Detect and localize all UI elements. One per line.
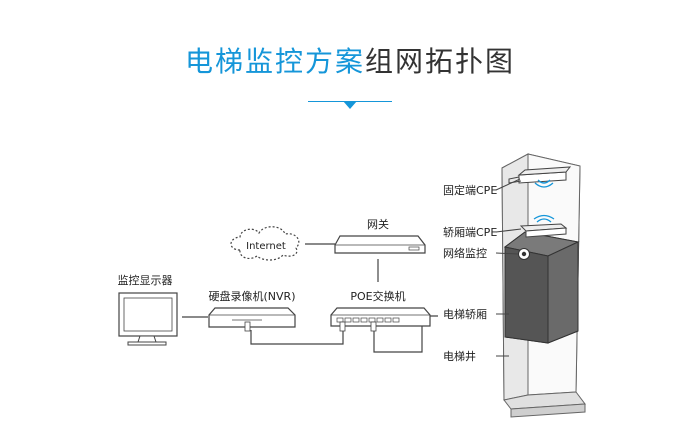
wifi-signal-icon: [537, 179, 551, 184]
title-rest: 组网拓扑图: [365, 45, 516, 78]
fixed-cpe-label: 固定端CPE: [443, 183, 497, 197]
ethernet-plug-icon: [339, 321, 377, 332]
monitor-label: 监控显示器: [118, 273, 173, 287]
wifi-signal-icon: [533, 214, 555, 220]
ip-camera-icon: [518, 248, 530, 260]
internet-label: Internet: [246, 241, 286, 252]
link-nvr-switch: [250, 330, 344, 345]
poe-switch-device: POE交换机: [330, 289, 431, 332]
poe-switch-label: POE交换机: [350, 289, 405, 303]
title-highlight: 电梯监控方案: [184, 45, 365, 78]
internet-cloud: Internet: [230, 226, 300, 261]
title-down-arrow-icon: [343, 101, 357, 109]
elevator-car-label: 电梯轿厢: [443, 307, 487, 321]
elevator-shaft-label: 电梯井: [443, 349, 476, 363]
monitor-device: 监控显示器: [118, 273, 178, 346]
ip-camera-label: 网络监控: [443, 246, 487, 260]
ethernet-plug-icon: [244, 321, 251, 332]
gateway-label: 网关: [367, 217, 389, 231]
fixed-cpe-device: [508, 166, 572, 188]
nvr-device: 硬盘录像机(NVR): [208, 289, 296, 332]
elevator-callouts: [495, 178, 522, 357]
gateway-device: 网关: [334, 217, 426, 254]
nvr-label: 硬盘录像机(NVR): [209, 289, 296, 303]
elevator-car: [503, 231, 580, 344]
page-title: 电梯监控方案组网拓扑图: [0, 40, 700, 80]
car-cpe-label: 轿厢端CPE: [443, 225, 497, 239]
car-cpe-device: [519, 214, 568, 238]
